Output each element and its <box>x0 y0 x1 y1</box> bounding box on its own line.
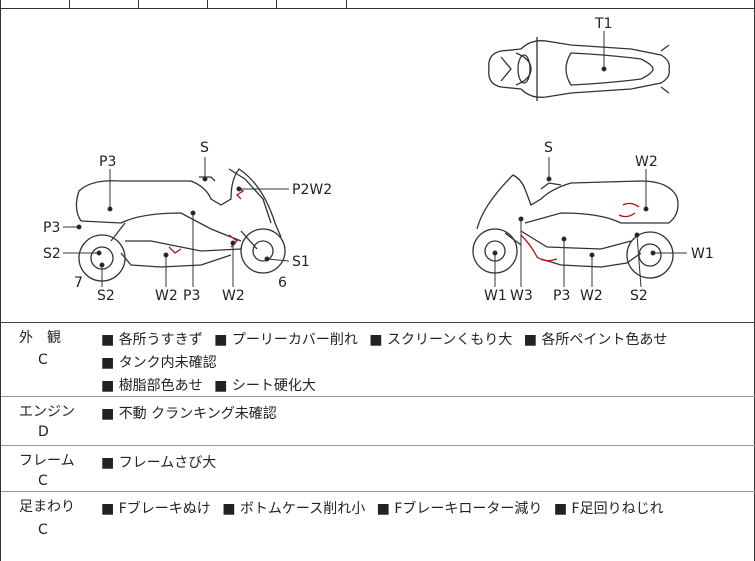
section-notes: Fブレーキぬけ ボトムケース削れ小 Fブレーキローター減り F足回りねじれ <box>101 498 741 521</box>
note-item: 各所うすきず <box>101 332 203 348</box>
table-divider <box>276 0 277 9</box>
label-left-w2-a: W2 <box>155 288 178 304</box>
table-divider <box>138 0 139 9</box>
label-left-p3-top: P3 <box>99 154 116 170</box>
scooter-diagram-svg: T1 S P3 P2W2 P3 S2 S1 7 6 S2 W2 P3 W2 S … <box>43 16 714 304</box>
note-item: タンク内未確認 <box>101 355 217 371</box>
table-divider <box>207 0 208 9</box>
label-left-p3-side: P3 <box>43 220 60 236</box>
damage-marks <box>168 186 640 262</box>
section-category: フレーム <box>19 453 75 469</box>
header-table-remnant <box>1 0 755 9</box>
section-engine: エンジン D 不動 クランキング未確認 <box>1 397 755 446</box>
label-t1: T1 <box>594 16 612 32</box>
label-left-s2: S2 <box>43 246 61 262</box>
label-right-s2: S2 <box>630 288 648 304</box>
section-category: エンジン <box>19 404 75 420</box>
table-divider <box>69 0 70 9</box>
label-left-6: 6 <box>278 275 287 291</box>
note-item: 樹脂部色あせ <box>101 378 203 394</box>
note-item: スクリーンくもり大 <box>369 332 512 348</box>
label-right-w1-side: W1 <box>691 246 714 262</box>
note-item: プーリーカバー削れ <box>214 332 358 348</box>
section-notes: 不動 クランキング未確認 <box>101 403 741 426</box>
label-left-s: S <box>200 140 209 156</box>
label-right-w2-top: W2 <box>635 154 658 170</box>
label-left-s1: S1 <box>292 254 310 270</box>
section-exterior: 外 観 C 各所うすきず プーリーカバー削れ スクリーンくもり大 各所ペイント色… <box>1 323 755 397</box>
label-left-7: 7 <box>74 275 83 291</box>
label-left-p3-bottom: P3 <box>183 288 200 304</box>
label-right-p3: P3 <box>553 288 570 304</box>
scooter-right-view <box>472 174 679 279</box>
section-notes: 各所うすきず プーリーカバー削れ スクリーンくもり大 各所ペイント色あせ タンク… <box>101 329 741 398</box>
section-category: 足まわり <box>19 499 75 515</box>
scooter-left-view <box>75 168 286 282</box>
note-item: フレームさび大 <box>101 455 216 471</box>
note-item: ボトムケース削れ小 <box>222 501 365 517</box>
label-left-w2-b: W2 <box>222 288 245 304</box>
note-item: Fブレーキぬけ <box>101 501 211 517</box>
section-grade: C <box>38 352 48 368</box>
scooter-top-view <box>488 37 670 101</box>
section-grade: C <box>38 473 48 489</box>
label-left-s2-bottom: S2 <box>97 288 115 304</box>
label-right-w3: W3 <box>510 288 533 304</box>
label-right-w1-bottom: W1 <box>484 288 507 304</box>
note-item: 各所ペイント色あせ <box>524 332 668 348</box>
section-frame: フレーム C フレームさび大 <box>1 446 755 492</box>
label-right-w2-bottom: W2 <box>580 288 603 304</box>
note-item: シート硬化大 <box>214 378 316 394</box>
section-notes: フレームさび大 <box>101 452 741 475</box>
section-grade: D <box>38 424 49 440</box>
note-item: Fブレーキローター減り <box>377 501 543 517</box>
label-left-p2w2: P2W2 <box>292 182 332 198</box>
label-right-s: S <box>544 140 553 156</box>
note-item: 不動 クランキング未確認 <box>101 406 277 422</box>
section-category: 外 観 <box>19 330 61 346</box>
table-divider <box>346 0 347 9</box>
note-item: F足回りねじれ <box>554 501 664 517</box>
damage-diagram: T1 S P3 P2W2 P3 S2 S1 7 6 S2 W2 P3 W2 S … <box>1 9 755 323</box>
section-suspension: 足まわり C Fブレーキぬけ ボトムケース削れ小 Fブレーキローター減り F足回… <box>1 492 755 561</box>
section-grade: C <box>38 522 48 538</box>
